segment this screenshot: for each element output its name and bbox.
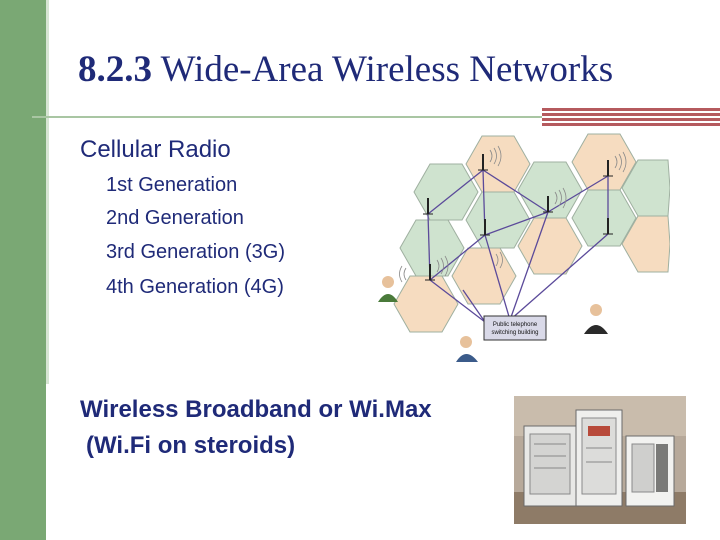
radio-wave-icon: [399, 265, 407, 283]
wireless-broadband-heading: Wireless Broadband or Wi.Max: [80, 396, 432, 423]
radio-wave-icon: [554, 187, 567, 209]
cell-hexagon: [465, 135, 531, 193]
cellular-radio-heading: Cellular Radio: [80, 136, 231, 163]
radio-wave-icon: [436, 255, 449, 277]
tower-icon: [480, 219, 490, 236]
tower-icon: [423, 198, 433, 215]
cell-hexagon: [571, 189, 637, 247]
cell-hexagon: [413, 163, 479, 221]
cell-hexagon: [621, 215, 670, 273]
cell-hexagon: [517, 217, 583, 275]
person-icon: [456, 336, 478, 362]
switching-building: Public telephone switching building: [483, 315, 547, 341]
broadband-note: (Wi.Fi on steroids): [86, 432, 296, 459]
equipment-cabinet: [575, 409, 623, 507]
generation-item-3: 3rd Generation (3G): [106, 241, 285, 263]
tower-icon: [543, 196, 553, 213]
equipment-cabinet: [625, 435, 675, 507]
person-icon: [378, 276, 398, 302]
cellular-network-diagram: Public telephone switching building: [378, 133, 670, 362]
title-text: Wide-Area Wireless Networks: [160, 49, 614, 90]
cell-hexagon: [451, 247, 517, 305]
radio-wave-icon: [495, 251, 503, 269]
title-number: 8.2.3: [78, 49, 152, 90]
radio-wave-icon: [489, 145, 502, 167]
left-accent-bar-shadow: [46, 0, 49, 384]
switch-label-line-1: Public telephone: [493, 322, 538, 328]
generation-item-4: 4th Generation (4G): [106, 276, 284, 298]
tower-icon: [603, 218, 613, 235]
equipment-cabinet: [523, 425, 577, 507]
tower-icon: [425, 264, 435, 281]
wimax-equipment-photo: [514, 396, 686, 524]
person-icon: [584, 304, 608, 334]
switch-label-line-2: switching building: [491, 330, 538, 336]
left-accent-bar: [0, 0, 46, 540]
cell-hexagon: [517, 161, 583, 219]
title-divider-stripes: [542, 108, 720, 126]
tower-icon: [478, 154, 488, 171]
generation-item-1: 1st Generation: [106, 174, 238, 196]
title-divider: [32, 116, 542, 118]
tower-icon: [603, 160, 613, 177]
radio-wave-icon: [614, 151, 627, 173]
cell-hexagon: [399, 219, 465, 277]
generation-item-2: 2nd Generation: [106, 207, 244, 229]
cell-hexagon: [393, 275, 459, 333]
cell-hexagon: [465, 191, 531, 249]
slide-title: 8.2.3 Wide-Area Wireless Networks: [78, 48, 613, 91]
